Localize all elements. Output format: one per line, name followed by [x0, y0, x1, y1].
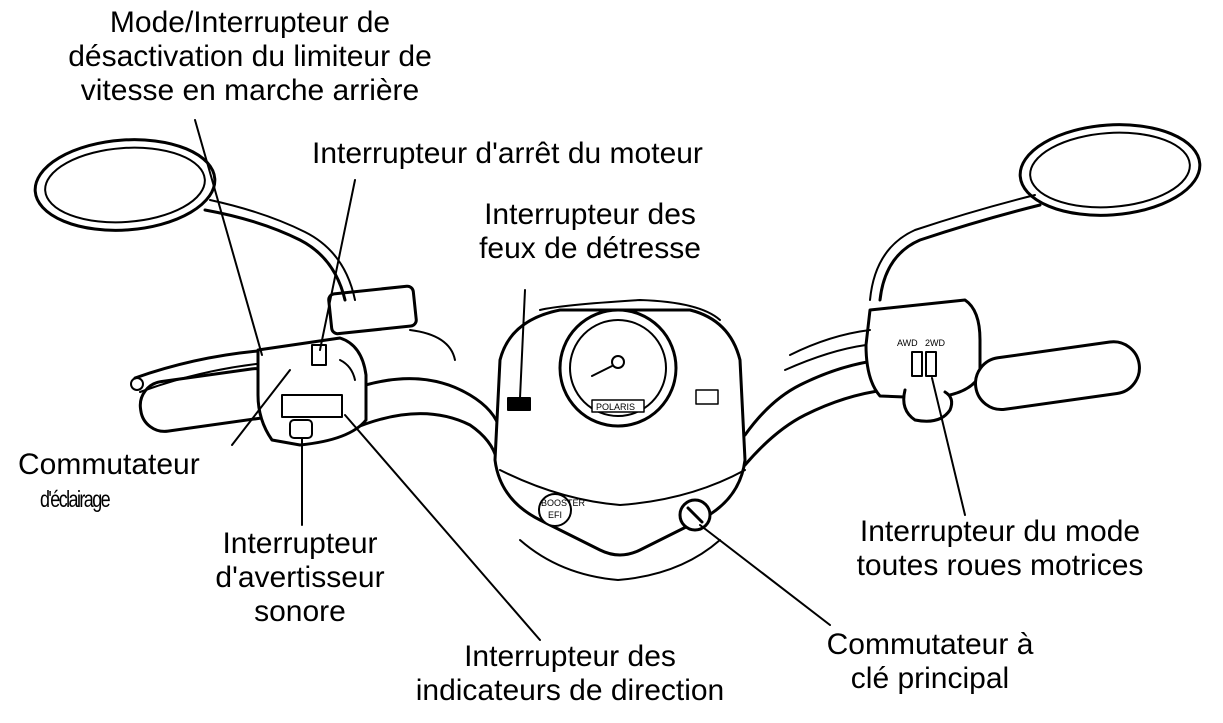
label-reverse-limiter-line1: Mode/Interrupteur de	[109, 6, 391, 39]
panel-brand-text: POLARIS	[596, 402, 635, 412]
label-awd-mode-line1: Interrupteur du mode	[859, 515, 1141, 548]
label-horn-line1: Interrupteur	[222, 527, 378, 560]
label-light-switch-line2: d'éclairage	[40, 486, 111, 512]
label-hazard-line1: Interrupteur des	[484, 198, 696, 231]
label-horn-line2: d'avertisseur	[215, 561, 385, 594]
label-key-switch-line2: clé principal	[850, 662, 1010, 695]
right-grip	[974, 340, 1141, 412]
label-turn-signal-line2: indicateurs de direction	[415, 674, 725, 707]
leader-lines	[194, 119, 966, 641]
label-key-switch: Commutateur à clé principal	[780, 628, 1080, 696]
label-horn-line3: sonore	[254, 595, 346, 628]
label-light-switch-line1: Commutateur	[18, 448, 200, 481]
label-light-switch: Commutateur d'éclairage	[18, 448, 200, 516]
handlebar-tube	[348, 358, 887, 467]
right-switch-housing: AWD 2WD	[784, 298, 982, 423]
label-reverse-limiter: Mode/Interrupteur de désactivation du li…	[15, 6, 485, 108]
label-reverse-limiter-line3: vitesse en marche arrière	[80, 74, 420, 107]
left-switch-housing	[256, 284, 456, 447]
panel-boost-text: BOOSTER	[541, 498, 586, 508]
label-reverse-limiter-line2: désactivation du limiteur de	[68, 40, 432, 73]
left-mirror	[33, 138, 356, 302]
label-horn: Interrupteur d'avertisseur sonore	[180, 527, 420, 629]
label-engine-stop: Interrupteur d'arrêt du moteur	[312, 137, 703, 171]
label-turn-signal-line1: Interrupteur des	[464, 640, 676, 673]
panel-2wd-text: 2WD	[925, 338, 946, 348]
central-panel: POLARIS BOOSTER EFI	[493, 299, 747, 581]
label-awd-mode-line2: toutes roues motrices	[856, 549, 1144, 582]
label-hazard: Interrupteur des feux de détresse	[430, 198, 750, 266]
panel-awd-text: AWD	[897, 338, 918, 348]
label-engine-stop-text: Interrupteur d'arrêt du moteur	[312, 137, 703, 170]
label-turn-signal: Interrupteur des indicateurs de directio…	[380, 640, 760, 708]
label-awd-mode: Interrupteur du mode toutes roues motric…	[800, 515, 1200, 583]
label-hazard-line2: feux de détresse	[479, 232, 701, 265]
panel-efi-text: EFI	[548, 510, 562, 520]
label-key-switch-line1: Commutateur à	[826, 628, 1034, 661]
right-mirror	[869, 123, 1202, 302]
